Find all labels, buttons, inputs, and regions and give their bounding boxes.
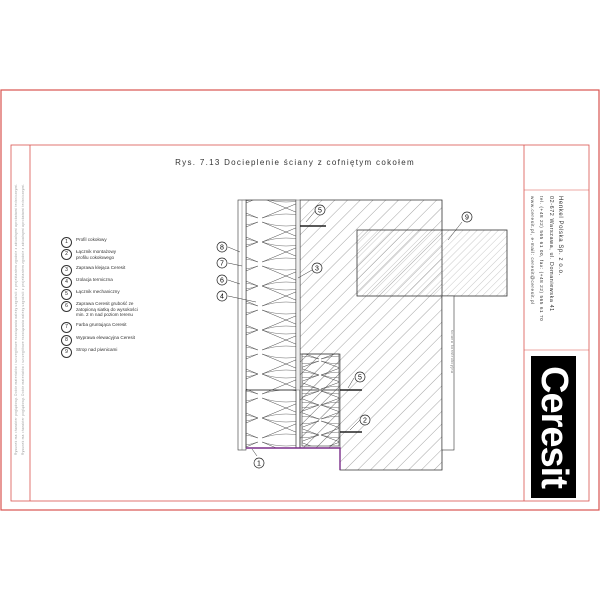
callout-label: 2 xyxy=(363,418,367,425)
company-address: 02-672 Warszawa, ul. Domaniewska 41 xyxy=(548,196,554,312)
callouts: 5 8 7 3 6 4 9 5 2 1 xyxy=(216,204,473,469)
legend-number: 8 xyxy=(61,335,72,346)
callout-2: 2 xyxy=(359,414,371,426)
legend-item: 3 Zaprawa klejąca Ceresit xyxy=(61,265,166,276)
leader-lines xyxy=(227,209,463,457)
legend-label: Zaprawa Ceresit grubość ze zatopioną sia… xyxy=(76,301,138,318)
legend-item: 8 Wyprawa elewacyjna Ceresit xyxy=(61,335,166,346)
legend-label: Łącznik mechaniczny xyxy=(76,289,120,294)
callout-5-bottom: 5 xyxy=(354,371,366,383)
lower-insulation xyxy=(245,389,297,449)
callout-label: 6 xyxy=(220,278,224,285)
legend-item: 7 Farba gruntująca Ceresit xyxy=(61,322,166,333)
inner-frame xyxy=(10,144,590,502)
basement-wall xyxy=(441,295,455,451)
legend-label: Zaprawa klejąca Ceresit xyxy=(76,265,126,270)
plinth-insulation-2 xyxy=(301,389,340,447)
callout-label: 4 xyxy=(220,294,224,301)
legend-item: 9 Strop nad piwnicami xyxy=(61,347,166,358)
legend-label: Profil cokołowy xyxy=(76,237,107,242)
callout-label: 8 xyxy=(220,245,224,252)
callout-label: 1 xyxy=(257,461,261,468)
legend-number: 7 xyxy=(61,322,72,333)
plinth-insulation xyxy=(301,353,340,391)
legend-number: 6 xyxy=(61,301,72,312)
callout-1: 1 xyxy=(253,457,265,469)
legend-item: 2 Łącznik montażowy profilu cokołowego xyxy=(61,249,166,260)
company-phone: tel. (+48 22) 565 61 00, fax: (+48 22) 5… xyxy=(539,196,544,322)
company-web: www.ceresit.pl, e-mail: ceresit@ceresit.… xyxy=(530,196,535,305)
legend-number: 3 xyxy=(61,265,72,276)
legend-item: 1 Profil cokołowy xyxy=(61,237,166,248)
callout-3: 3 xyxy=(311,262,323,274)
legend-label: Izolacja termiczna xyxy=(76,277,113,282)
legend-item: 6 Zaprawa Ceresit grubość ze zatopioną s… xyxy=(61,301,166,318)
callout-label: 5 xyxy=(358,375,362,382)
callout-label: 7 xyxy=(220,261,224,268)
callout-9: 9 xyxy=(461,211,473,223)
ceresit-logo: Ceresit xyxy=(531,356,576,498)
callout-label: 9 xyxy=(465,215,469,222)
upper-insulation xyxy=(245,199,297,391)
drawing-title: Rys. 7.13 Docieplenie ściany z cofniętym… xyxy=(175,158,415,167)
callout-6: 6 xyxy=(216,274,228,286)
legend-number: 4 xyxy=(61,277,72,288)
ceiling-slab xyxy=(356,229,508,297)
legend-number: 5 xyxy=(61,289,72,300)
legend-label: Łącznik montażowy profilu cokołowego xyxy=(76,249,117,260)
wall-label: ściana konstrukcyjna xyxy=(450,330,454,374)
callout-label: 3 xyxy=(315,266,319,273)
callout-4: 4 xyxy=(216,290,228,302)
legend-label: Farba gruntująca Ceresit xyxy=(76,322,127,327)
company-name: Henkel Polska Sp. z o.o. xyxy=(557,196,563,276)
callout-5-top: 5 xyxy=(314,204,326,216)
legend-number: 2 xyxy=(61,249,72,260)
callout-label: 5 xyxy=(318,208,322,215)
legend-number: 1 xyxy=(61,237,72,248)
legend-label: Wyprawa elewacyjna Ceresit xyxy=(76,335,135,340)
callout-8: 8 xyxy=(216,241,228,253)
legend-item: 4 Izolacja termiczna xyxy=(61,277,166,288)
outer-frame xyxy=(0,89,600,511)
legend-item: 5 Łącznik mechaniczny xyxy=(61,289,166,300)
legend-label: Strop nad piwnicami xyxy=(76,347,118,352)
legend-number: 9 xyxy=(61,347,72,358)
callout-7: 7 xyxy=(216,257,228,269)
logo-text: Ceresit xyxy=(533,366,575,488)
adhesive-layer xyxy=(295,199,301,391)
base-profile xyxy=(246,447,341,470)
